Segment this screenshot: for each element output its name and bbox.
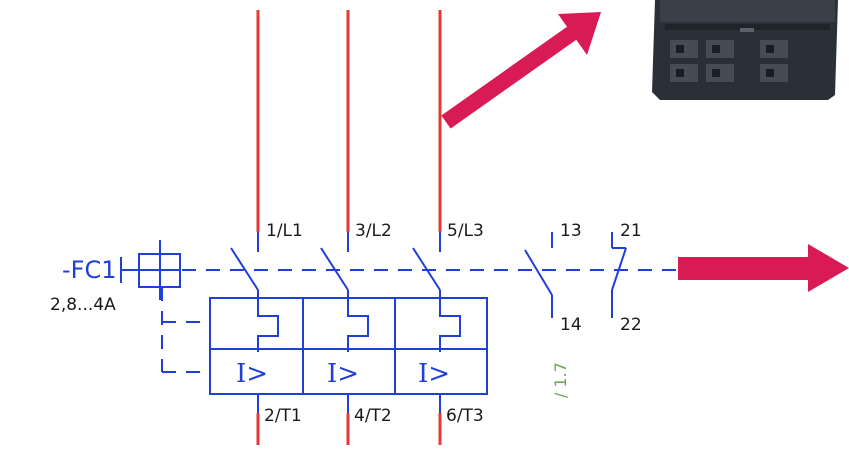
aux-label-14: 14 [560, 315, 582, 335]
cross-reference-label: / 1.7 [551, 362, 570, 398]
pointer-arrow-right [678, 244, 849, 292]
aux-contact-nc [611, 232, 627, 318]
aux-label-21: 21 [620, 221, 642, 241]
aux-label-13: 13 [560, 221, 582, 241]
pointer-arrow-up-right [441, 12, 601, 129]
reset-actuator-symbol [120, 240, 181, 300]
device-rating: 2,8...4A [50, 295, 116, 315]
load-wires [256, 413, 442, 445]
aux-contact-no [524, 232, 553, 318]
supply-wires [256, 10, 442, 232]
mechanical-linkage [161, 269, 678, 373]
overcurrent-trip-labels: I> I> I> [236, 359, 450, 389]
overload-relay-photo [652, 0, 838, 100]
trip-label-2: I> [327, 359, 359, 389]
terminal-label-l1: 1/L1 [266, 221, 303, 241]
device-tag: -FC1 [62, 256, 117, 284]
terminal-label-t2: 4/T2 [354, 406, 392, 426]
terminal-label-l3: 5/L3 [447, 221, 484, 241]
thermal-elements [257, 290, 461, 352]
terminal-label-t1: 2/T1 [264, 406, 302, 426]
terminal-label-l2: 3/L2 [355, 221, 392, 241]
terminal-label-t3: 6/T3 [446, 406, 484, 426]
trip-label-3: I> [418, 359, 450, 389]
trip-label-1: I> [236, 359, 268, 389]
aux-label-22: 22 [620, 315, 642, 335]
